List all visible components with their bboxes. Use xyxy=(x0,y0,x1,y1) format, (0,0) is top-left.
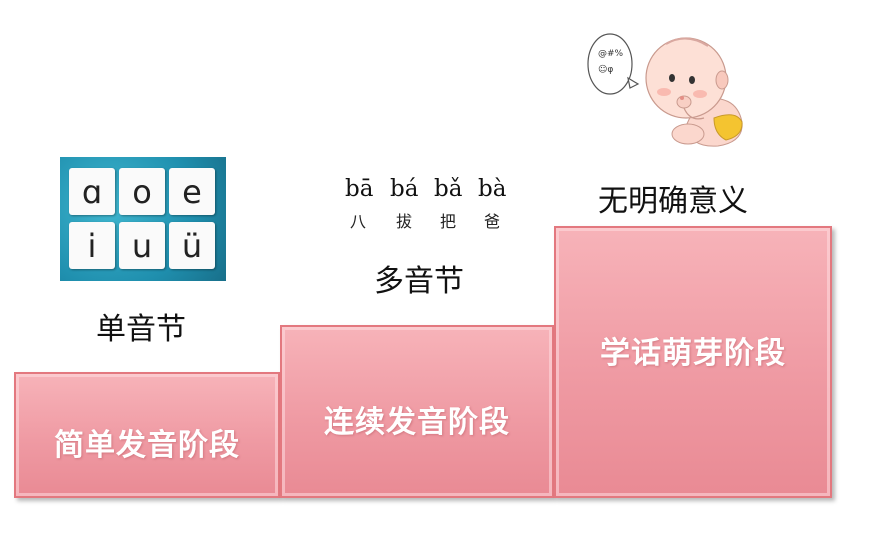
bubble-text-2: ☺φ xyxy=(598,64,613,75)
step-3-caption: 无明确意义 xyxy=(598,184,748,219)
step-2-caption: 多音节 xyxy=(374,264,464,299)
vowel-card: u xyxy=(119,222,165,269)
pinyin-syllable: bá xyxy=(390,176,419,202)
pinyin-hanzi: 八 xyxy=(350,212,367,231)
baby-babbling-illustration: @#% ☺φ xyxy=(586,22,756,150)
baby-icon: @#% ☺φ xyxy=(587,33,743,147)
step-2-label: 连续发音阶段 xyxy=(324,405,510,440)
step-3-block: 学话萌芽阶段 xyxy=(554,226,832,498)
bubble-text-1: @#% xyxy=(598,49,624,59)
pinyin-syllable: bǎ xyxy=(434,176,463,202)
pinyin-hanzi: 爸 xyxy=(484,212,501,231)
vowel-card: ü xyxy=(169,222,215,269)
vowel-cards-image: ɑ o e i u ü xyxy=(60,157,226,281)
vowel-card: ɑ xyxy=(69,168,115,215)
pinyin-syllable: bā xyxy=(345,176,374,202)
pinyin-hanzi: 拔 xyxy=(396,212,413,231)
pinyin-syllable: bà xyxy=(478,176,507,202)
step-1-block: 简单发音阶段 xyxy=(14,372,280,498)
vowel-card: i xyxy=(69,222,115,269)
vowel-card: o xyxy=(119,168,165,215)
step-1-label: 简单发音阶段 xyxy=(54,428,240,463)
vowel-card: e xyxy=(169,168,215,215)
step-2-block: 连续发音阶段 xyxy=(280,325,554,498)
step-3-label: 学话萌芽阶段 xyxy=(600,336,786,371)
step-1-caption: 单音节 xyxy=(96,312,186,347)
pinyin-hanzi: 把 xyxy=(440,212,457,231)
